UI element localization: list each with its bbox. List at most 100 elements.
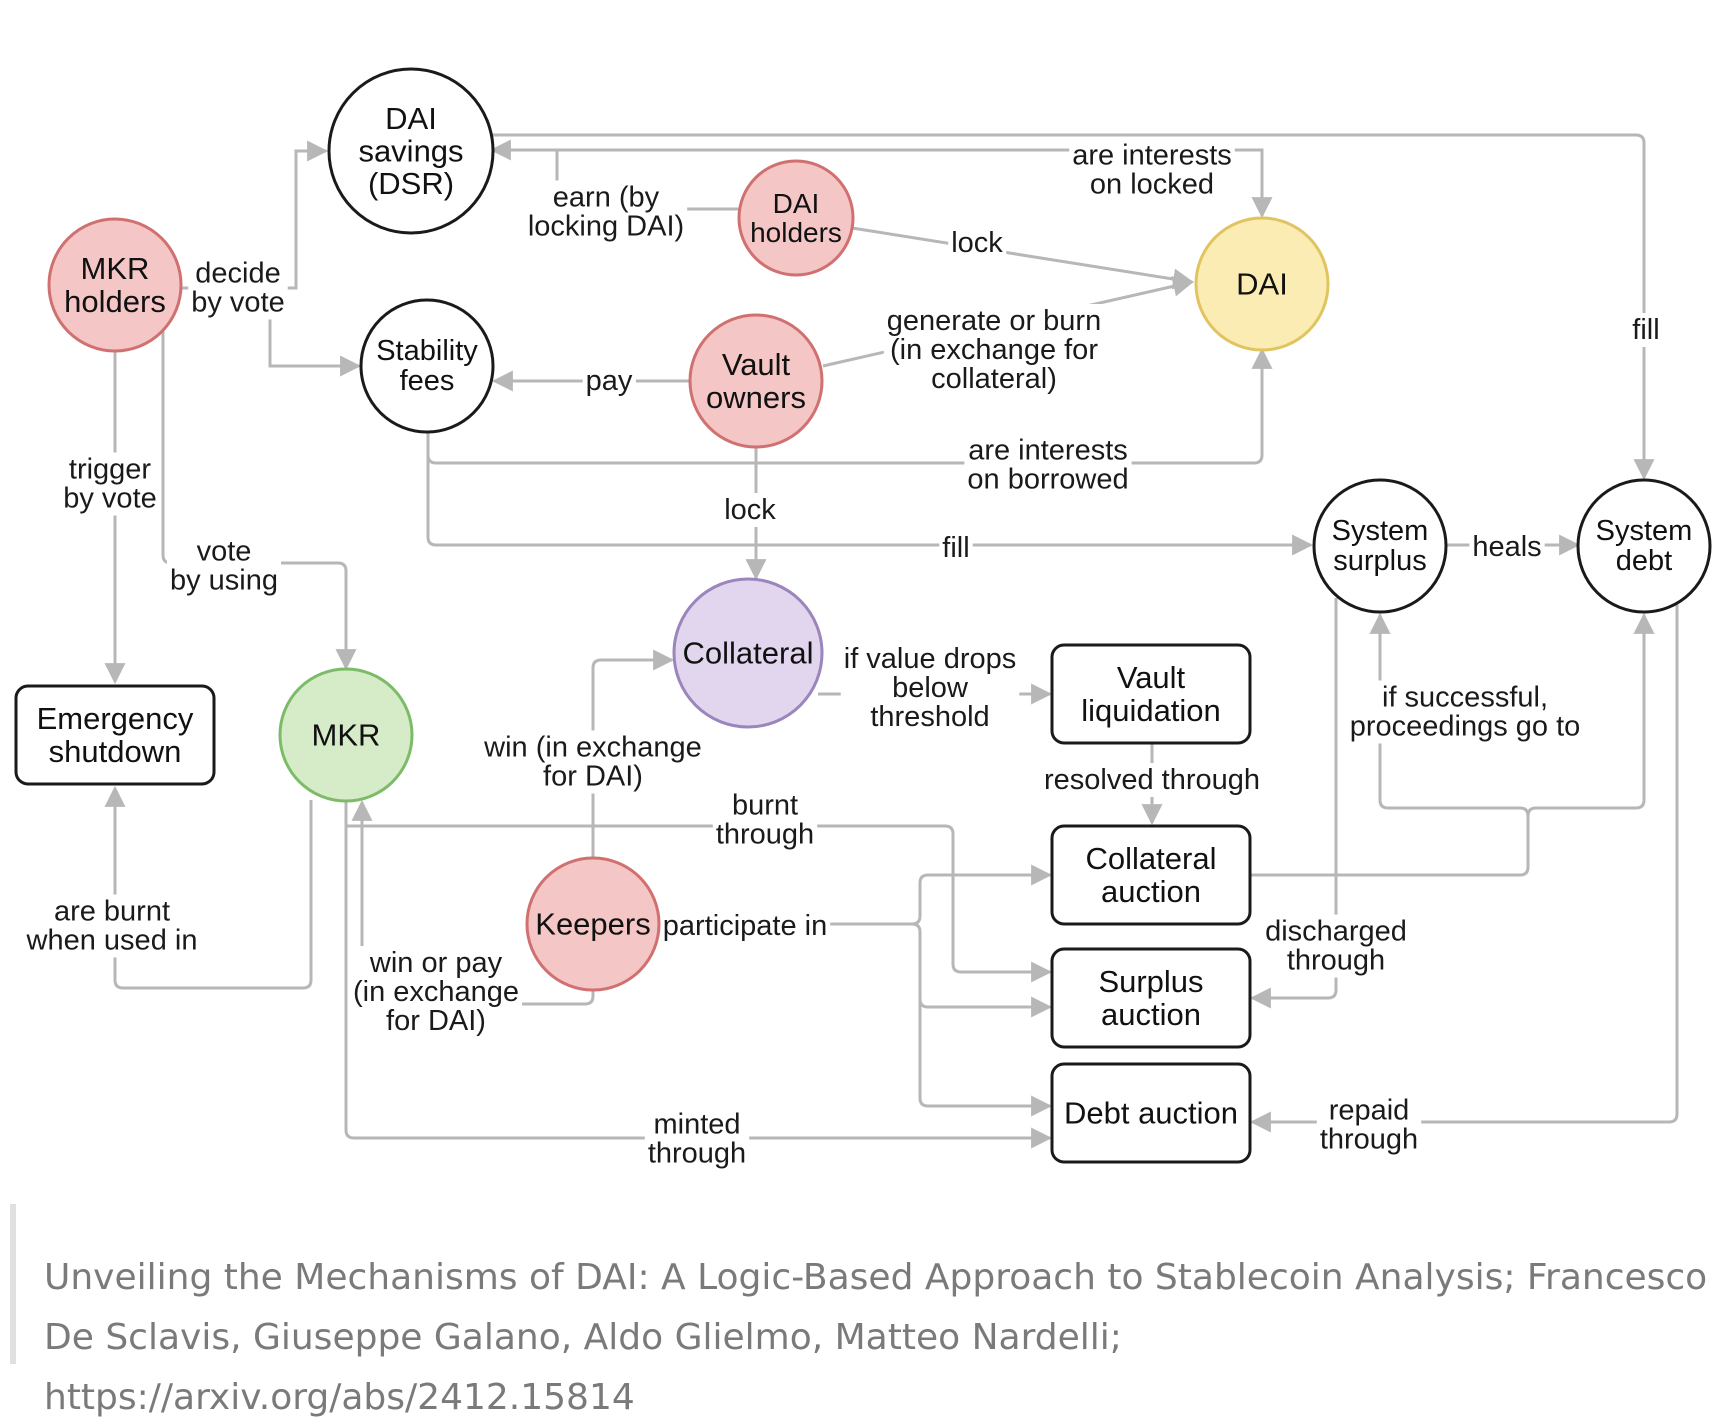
- edge-label-discharged-through-bg: [1262, 914, 1410, 978]
- edge-label-participate-in: participate in: [663, 910, 827, 942]
- edge-label-lock-dai-bg: [948, 226, 1007, 260]
- node-debt-auction-label: Debt auction: [1064, 1096, 1238, 1131]
- edge-mkr-to-surplus-auction: [344, 810, 1053, 983]
- edge-mkr-to-emergency-shutdown: [104, 785, 313, 990]
- edges: [104, 133, 1679, 1149]
- edge-collateral-auction-to-system-surplus: [1250, 612, 1530, 877]
- edge-label-if-successful-bg: [1346, 680, 1584, 744]
- edge-label-fill-surplus: fill: [942, 532, 969, 564]
- edge-keepers-to-surplus-auction: [911, 922, 1053, 1018]
- edge-mkr-to-debt-auction: [344, 800, 1053, 1149]
- edge-label-fill-debt-bg: [1629, 313, 1663, 347]
- edge-mkr-holders-to-mkr: [161, 330, 357, 671]
- node-vault-owners: [688, 313, 824, 449]
- node-mkr: [278, 667, 414, 803]
- edge-label-win-in-exchange-bg: [480, 730, 705, 794]
- node-system-surplus: [1312, 478, 1448, 614]
- edge-label-decide-by-vote-bg: [188, 256, 288, 320]
- edge-label-if-successful: if successful,proceedings go to: [1350, 682, 1581, 743]
- edge-label-vote-by-using-bg: [166, 534, 282, 598]
- node-mkr-label: MKR: [312, 718, 381, 753]
- node-emergency-shutdown: [14, 684, 216, 786]
- node-stability-fees: [359, 298, 495, 434]
- edge-label-pay: pay: [586, 365, 633, 397]
- node-dai-savings: [327, 67, 495, 235]
- edge-system-surplus-to-surplus-auction: [1249, 598, 1338, 1009]
- node-debt-auction: [1050, 1062, 1252, 1164]
- edge-label-repaid-through-bg: [1316, 1093, 1422, 1157]
- node-collateral: [672, 577, 824, 729]
- edge-label-are-interests-borrowed-bg: [964, 433, 1132, 497]
- edge-dai-savings-to-system-debt: [490, 133, 1655, 481]
- edge-label-trigger-by-vote-bg: [60, 452, 160, 516]
- edge-label-pay-bg: [582, 364, 636, 398]
- edge-label-heals: heals: [1472, 531, 1541, 563]
- edge-label-lock-collateral-bg: [721, 493, 780, 527]
- node-mkr-holders: [47, 217, 183, 353]
- edge-stability-fees-to-system-surplus: [426, 430, 1314, 556]
- edge-label-lock-dai: lock: [951, 227, 1003, 259]
- caption-quote-bar: [10, 1204, 16, 1364]
- edge-dai-holders-to-dai: [851, 226, 1195, 290]
- edge-label-win-or-pay-bg: [349, 946, 523, 1038]
- node-dai-label: DAI: [1236, 267, 1288, 302]
- edge-label-are-burnt-bg: [22, 894, 201, 958]
- edge-label-earn-by-locking-bg: [524, 180, 688, 244]
- node-dai-holders: [737, 159, 855, 277]
- node-system-debt: [1576, 478, 1712, 614]
- node-surplus-auction: [1050, 947, 1252, 1049]
- edge-label-lock-collateral: lock: [724, 494, 776, 526]
- figure-caption: Unveiling the Mechanisms of DAI: A Logic…: [44, 1257, 1708, 1418]
- edge-label-are-interests-locked-bg: [1069, 138, 1235, 202]
- edge-label-heals-bg: [1469, 530, 1545, 564]
- edge-label-resolved-through-bg: [1040, 763, 1264, 797]
- node-collateral-label: Collateral: [683, 636, 814, 671]
- edge-system-debt-to-debt-auction: [1249, 598, 1679, 1133]
- edge-label-if-value-drops-bg: [840, 642, 1020, 734]
- edge-label-resolved-through: resolved through: [1044, 764, 1260, 796]
- edge-keepers-to-collateral: [591, 649, 675, 858]
- edge-stability-fees-to-dai: [426, 347, 1273, 465]
- node-keepers: [525, 856, 661, 992]
- node-dai: [1194, 216, 1330, 352]
- edge-keepers-to-debt-auction: [918, 990, 1053, 1117]
- node-keepers-label: Keepers: [535, 907, 650, 942]
- edge-label-fill-surplus-bg: [939, 531, 973, 565]
- edge-dai-savings-to-dai: [492, 148, 1273, 219]
- edge-collateral-auction-to-system-debt: [1526, 612, 1655, 817]
- edge-label-burnt-through-bg: [712, 788, 818, 852]
- edge-label-generate-or-burn-bg: [883, 304, 1105, 396]
- edge-label-fill-debt: fill: [1632, 314, 1659, 346]
- node-vault-liquidation: [1050, 643, 1252, 745]
- edge-label-minted-through-bg: [644, 1107, 750, 1171]
- edge-label-participate-in-bg: [659, 909, 831, 943]
